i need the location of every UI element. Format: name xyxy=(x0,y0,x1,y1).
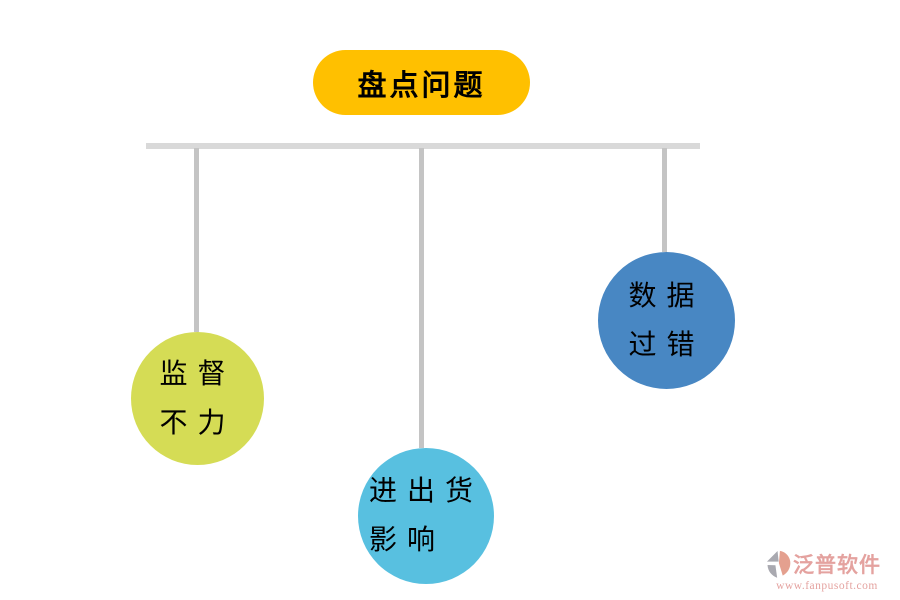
watermark-brand-row: 泛普软件 xyxy=(766,549,888,579)
node-label: 监督 不力 xyxy=(159,350,235,448)
node-data-errors: 数据 过错 xyxy=(598,252,735,389)
node-label-line1: 数据 xyxy=(628,280,705,312)
fanpu-logo-icon xyxy=(766,550,791,578)
root-node-title: 盘点问题 xyxy=(313,50,530,115)
node-in-out-goods-impact: 进出货 影响 xyxy=(358,448,494,584)
watermark: 泛普软件 www.fanpusoft.com xyxy=(766,549,888,592)
node-label-line2: 不力 xyxy=(159,407,236,439)
node-label-line2: 过错 xyxy=(628,329,705,361)
watermark-brand-text: 泛普软件 xyxy=(793,553,881,577)
connector-line-left xyxy=(194,148,199,332)
watermark-url-text: www.fanpusoft.com xyxy=(776,580,878,592)
node-label: 进出货 影响 xyxy=(369,467,483,565)
horizontal-connector-line xyxy=(146,143,700,149)
node-supervision-weak: 监督 不力 xyxy=(131,332,264,465)
node-label: 数据 过错 xyxy=(628,272,704,370)
connector-line-right xyxy=(662,148,667,252)
node-label-line1: 监督 xyxy=(159,358,236,390)
connector-line-middle xyxy=(419,148,424,448)
node-label-line2: 影响 xyxy=(368,525,445,556)
node-label-line1: 进出货 xyxy=(368,476,483,507)
